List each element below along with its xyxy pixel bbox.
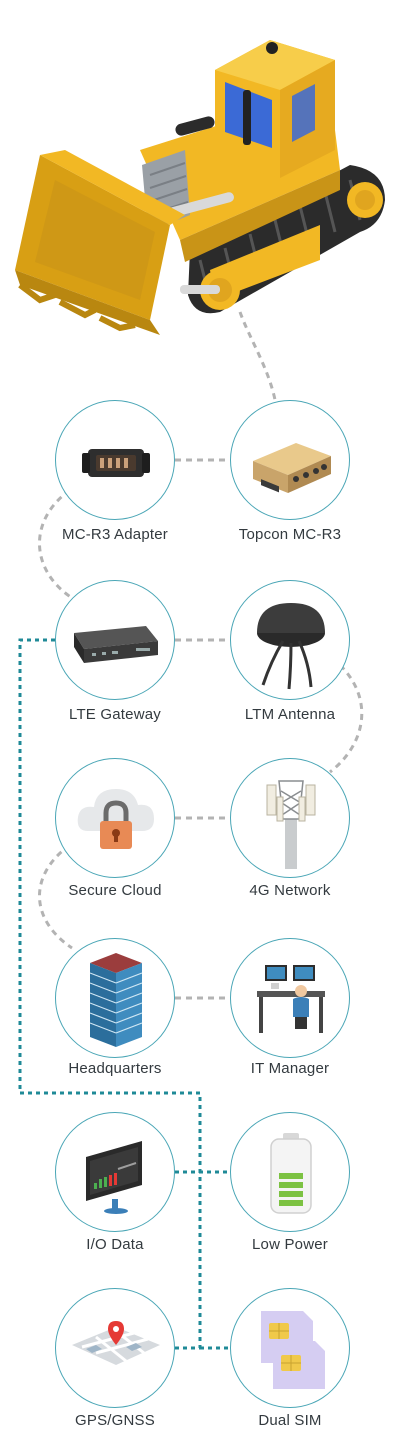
io-data-node bbox=[55, 1112, 175, 1232]
secure-cloud-label: Secure Cloud bbox=[68, 882, 162, 899]
bulldozer-illustration bbox=[15, 40, 385, 335]
4g-network-label: 4G Network bbox=[249, 882, 331, 899]
cloud-lock-icon bbox=[77, 789, 154, 849]
gps-gnss-node bbox=[55, 1288, 175, 1408]
gps-gnss-label: GPS/GNSS bbox=[75, 1412, 155, 1429]
lte-gateway-label: LTE Gateway bbox=[69, 706, 161, 723]
lte-gateway-node bbox=[55, 580, 175, 700]
monitor-data-icon bbox=[86, 1141, 142, 1214]
receiver-box-icon bbox=[253, 443, 331, 493]
io-data-label: I/O Data bbox=[86, 1236, 144, 1253]
dual-sim-label: Dual SIM bbox=[258, 1412, 322, 1429]
router-gateway-icon bbox=[74, 626, 158, 663]
dual-sim-node bbox=[230, 1288, 350, 1408]
4g-network-node bbox=[230, 758, 350, 878]
headquarters-node bbox=[55, 938, 175, 1058]
ltm-antenna-node bbox=[230, 580, 350, 700]
ltm-antenna-label: LTM Antenna bbox=[244, 706, 336, 723]
cloud-to-hq-line bbox=[38, 843, 73, 950]
map-pin-icon bbox=[72, 1321, 160, 1365]
low-power-node bbox=[230, 1112, 350, 1232]
office-building-icon bbox=[89, 953, 143, 1047]
adapter-connector-icon bbox=[82, 449, 150, 477]
headquarters-label: Headquarters bbox=[68, 1060, 162, 1077]
it-manager-node bbox=[230, 938, 350, 1058]
sim-card-icon bbox=[261, 1311, 325, 1389]
mc-r3-adapter-node bbox=[55, 400, 175, 520]
gateway-data-bus-line bbox=[18, 638, 202, 1350]
mc-r3-adapter-label: MC-R3 Adapter bbox=[62, 526, 168, 543]
battery-icon bbox=[270, 1133, 312, 1214]
bulldozer-to-topcon-line bbox=[238, 311, 278, 406]
cell-tower-icon bbox=[266, 780, 316, 869]
antenna-to-network-line bbox=[329, 663, 364, 774]
it-manager-label: IT Manager bbox=[250, 1060, 330, 1077]
workstation-icon bbox=[257, 965, 325, 1033]
topcon-mc-r3-node bbox=[230, 400, 350, 520]
topcon-mc-r3-label: Topcon MC-R3 bbox=[238, 526, 342, 543]
puck-antenna-icon bbox=[257, 603, 325, 690]
adapter-to-gateway-line bbox=[38, 488, 73, 600]
low-power-label: Low Power bbox=[251, 1236, 328, 1253]
secure-cloud-node bbox=[55, 758, 175, 878]
